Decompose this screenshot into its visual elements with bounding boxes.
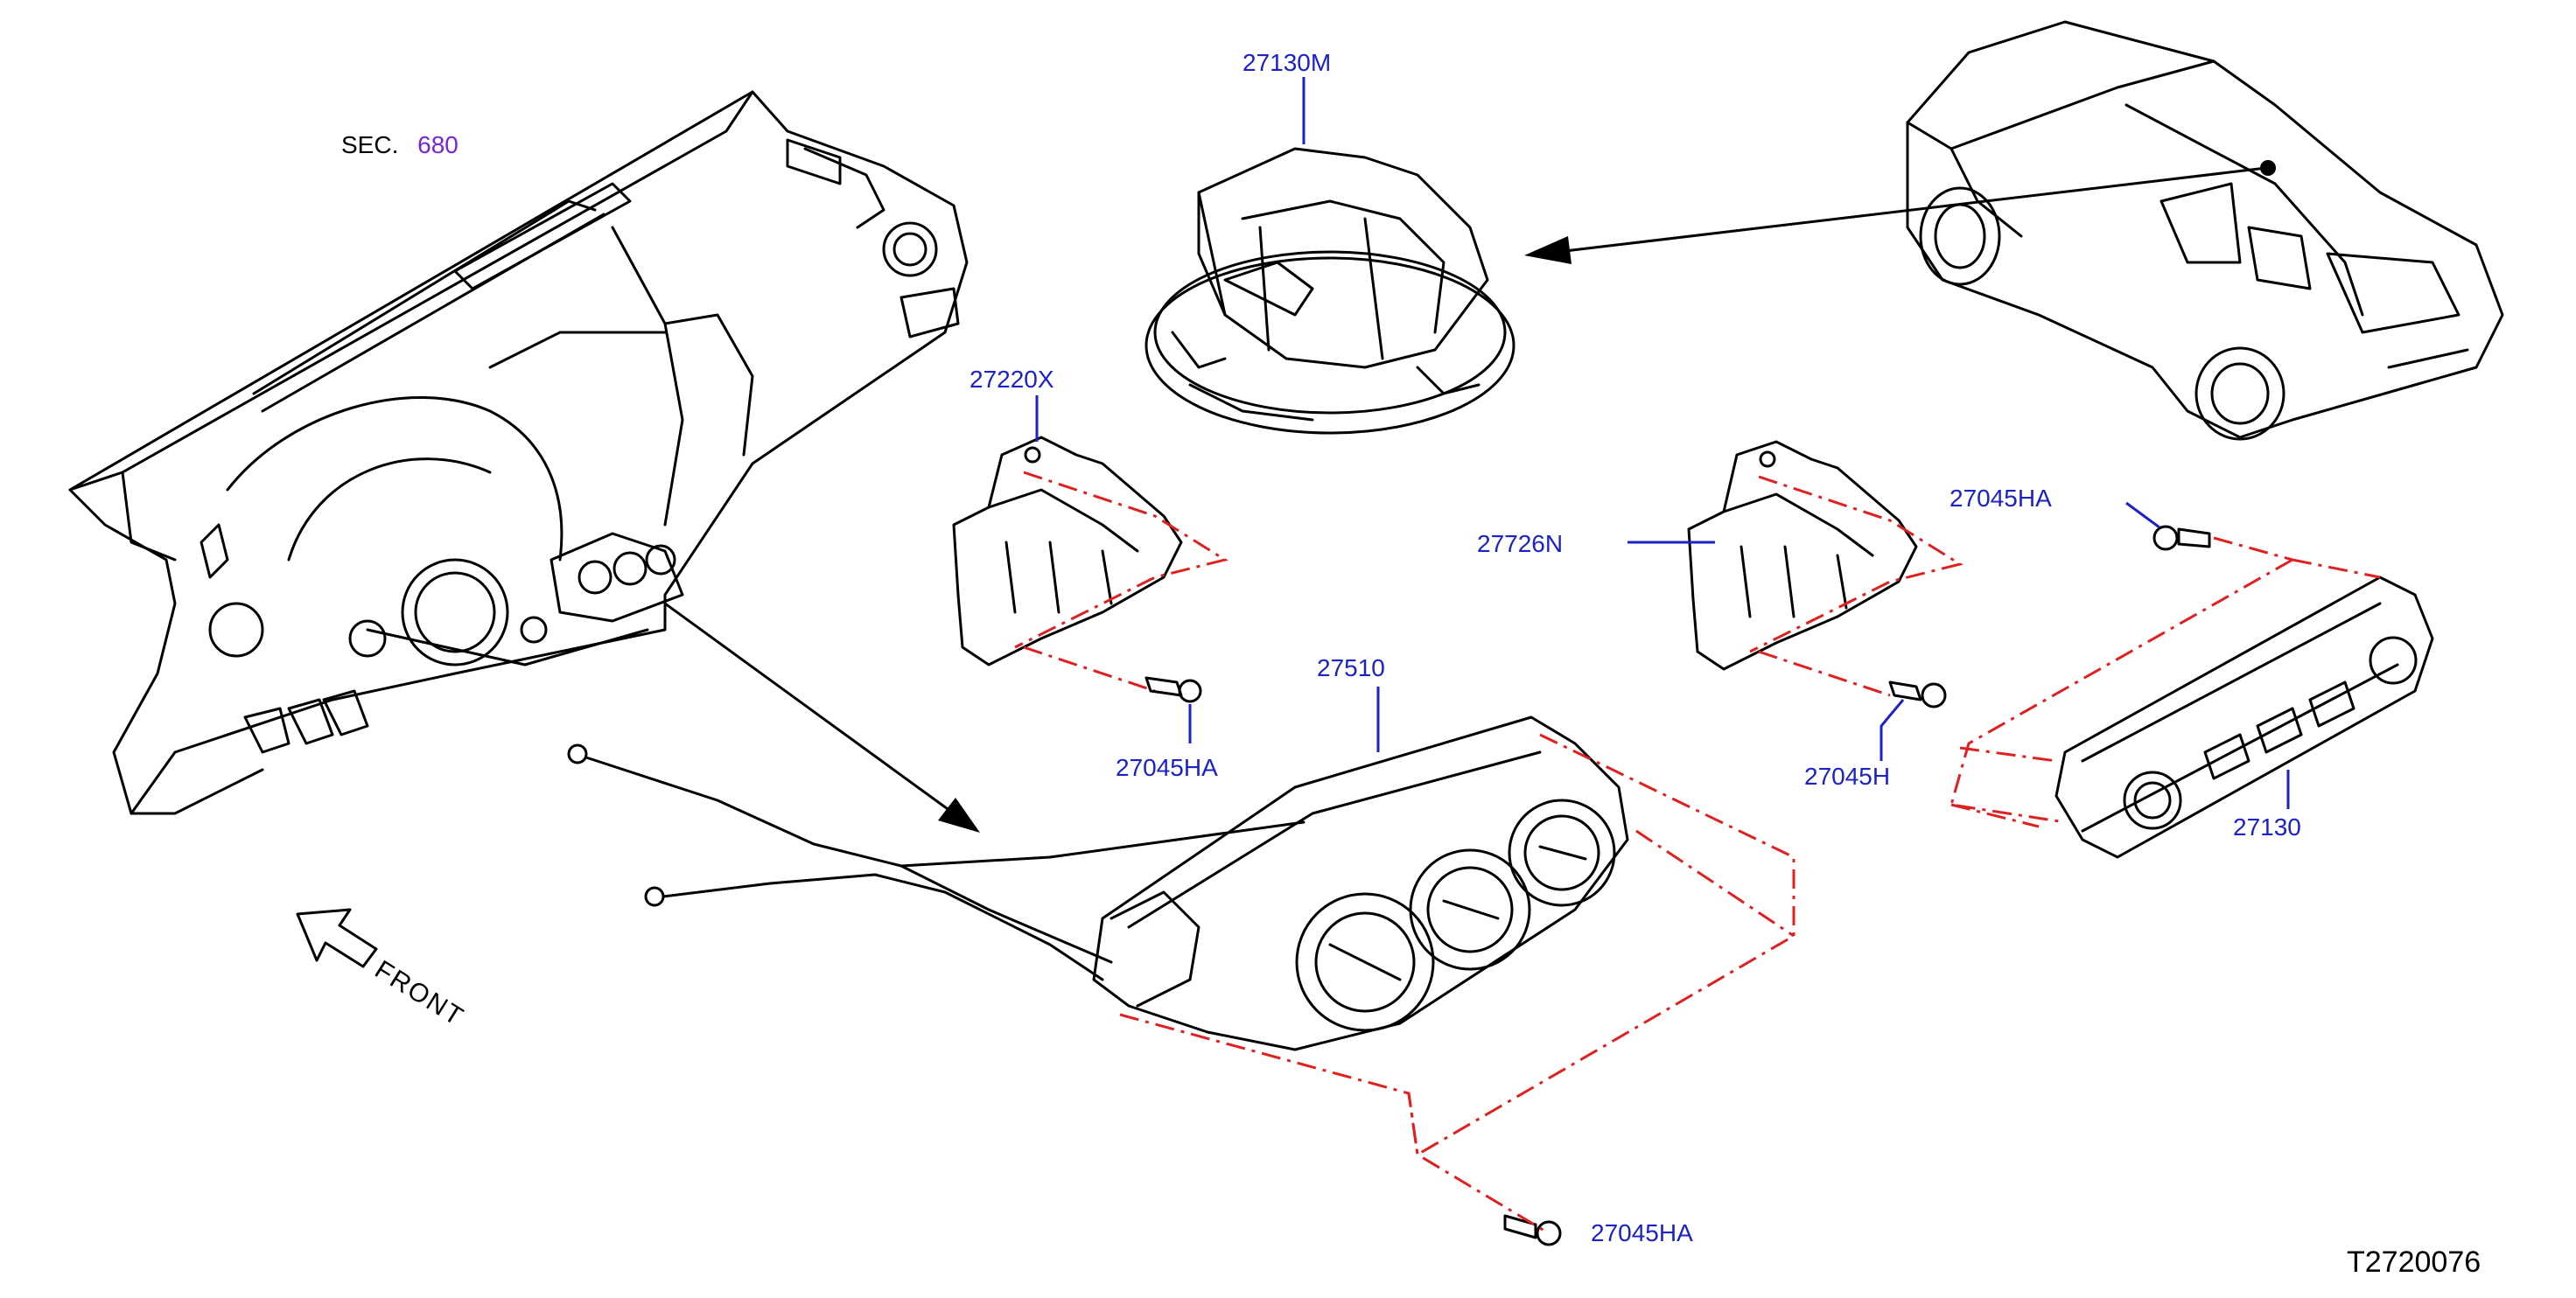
part-label-27045HA-mid[interactable]: 27045HA (1116, 754, 1218, 781)
unit-27130M-illustration (1144, 77, 1516, 435)
bracket-27220X-illustration (952, 395, 1228, 693)
section-prefix: SEC. (341, 131, 399, 158)
part-label-27220X[interactable]: 27220X (970, 366, 1054, 393)
vehicle-illustration (1524, 20, 2504, 441)
part-label-27130[interactable]: 27130 (2233, 813, 2301, 841)
screw-27045H (1880, 680, 1947, 761)
part-label-27726N[interactable]: 27726N (1477, 530, 1564, 557)
front-direction-arrow (296, 908, 378, 968)
bracket-27726N-illustration (1628, 440, 1964, 697)
screw-27045HA-mid (1144, 676, 1202, 743)
diagram-id: T2720076 (2347, 1246, 2482, 1279)
dashboard-illustration (68, 90, 969, 815)
screw-27045HA-bottom (1503, 1214, 1562, 1246)
climate-panel-27130-illustration (1950, 558, 2434, 859)
part-label-27130M[interactable]: 27130M (1242, 49, 1332, 76)
part-label-27510[interactable]: 27510 (1317, 654, 1385, 681)
dashboard-to-control-arrow (663, 602, 980, 833)
section-ref-label[interactable]: SEC. 680 (341, 131, 458, 159)
part-label-27045HA-bottom[interactable]: 27045HA (1591, 1219, 1693, 1246)
part-label-27045HA-top-right[interactable]: 27045HA (1950, 485, 2052, 512)
screw-27045HA-top-right (2125, 501, 2293, 562)
part-label-27045H[interactable]: 27045H (1804, 763, 1891, 790)
section-number[interactable]: 680 (417, 131, 458, 158)
heater-control-27510-illustration (567, 687, 1796, 1235)
